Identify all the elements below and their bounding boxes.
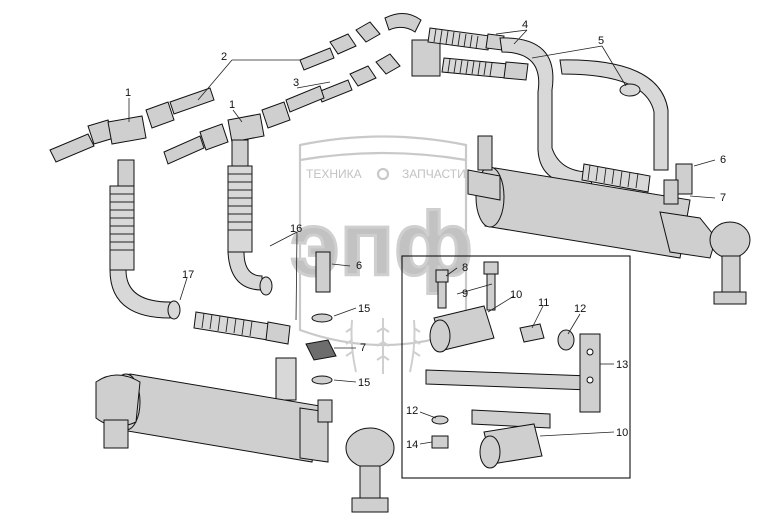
callout-15-lower: 15 — [358, 377, 370, 389]
mounting-bracket-top — [411, 39, 441, 77]
bolt-11 — [519, 323, 545, 343]
union-nut-upper-3 — [349, 65, 377, 87]
callout-16: 16 — [290, 223, 302, 235]
hose-assembly-left — [109, 165, 291, 345]
cylinder-left-rod-end — [95, 374, 141, 427]
watermark-wheat-icon — [345, 318, 421, 374]
callout-labels: 1 1 2 3 4 5 6 6 7 7 8 9 10 10 11 12 12 1… — [125, 19, 726, 451]
cylinder-right-top-fitting — [477, 135, 493, 171]
washer-15-upper — [311, 313, 333, 323]
callout-4: 4 — [522, 19, 528, 31]
inset-parts — [425, 261, 601, 469]
detail-inset-frame — [401, 255, 631, 479]
tee-fitting-1-right — [227, 113, 265, 143]
washer-15-lower — [311, 375, 333, 385]
washer-12-right — [557, 329, 575, 351]
hose-16-bend — [227, 251, 263, 291]
callout-10-lower: 10 — [616, 427, 628, 439]
hose-4-bend — [559, 59, 669, 171]
cylinder-right-ball-joint — [709, 221, 751, 259]
watermark-text-left: ТЕХНИКА — [306, 167, 362, 181]
callout-9: 9 — [462, 288, 468, 300]
callout-12-left: 12 — [406, 405, 418, 417]
callout-13: 13 — [616, 359, 628, 371]
hose-17-bend — [109, 269, 171, 319]
callout-7-center: 7 — [360, 342, 366, 354]
bracket-13 — [579, 333, 601, 413]
callout-6-right: 6 — [720, 154, 726, 166]
callout-1-right: 1 — [229, 99, 235, 111]
callout-15-upper: 15 — [358, 303, 370, 315]
callout-8: 8 — [462, 262, 468, 274]
callout-11: 11 — [538, 297, 549, 309]
hydraulic-cylinder-right — [467, 135, 751, 305]
connector-7-center — [305, 339, 337, 361]
callout-5: 5 — [598, 35, 604, 47]
callout-7-right: 7 — [720, 192, 726, 204]
fitting-6-center — [315, 251, 331, 293]
hydraulic-cylinder-left — [95, 373, 395, 513]
tee-fitting-1-left — [107, 115, 147, 145]
callout-2: 2 — [221, 51, 227, 63]
callout-1-left: 1 — [125, 87, 131, 99]
pipe-assembly-upper — [299, 13, 441, 103]
watermark-text-right: ЗАПЧАСТИ — [402, 167, 466, 181]
center-small-parts — [275, 251, 337, 401]
bracket-plate — [425, 369, 591, 391]
leader-lines — [128, 29, 716, 445]
nut-14 — [431, 435, 449, 449]
watermark-shield-band — [299, 151, 467, 162]
callout-6-center: 6 — [356, 260, 362, 272]
callout-14: 14 — [406, 439, 418, 451]
callout-17: 17 — [182, 269, 194, 281]
callout-3: 3 — [293, 77, 299, 89]
callout-12-right: 12 — [574, 303, 586, 315]
cylinder-left-ball-joint — [345, 427, 395, 469]
bolt-8-head — [435, 269, 449, 283]
bolt-9-head — [483, 261, 499, 275]
union-nut-upper-2 — [329, 33, 357, 55]
hose-assembly-upper — [427, 27, 669, 193]
watermark-gear-icon — [376, 167, 390, 181]
callout-10-upper: 10 — [510, 289, 522, 301]
left-fittings — [49, 85, 325, 187]
